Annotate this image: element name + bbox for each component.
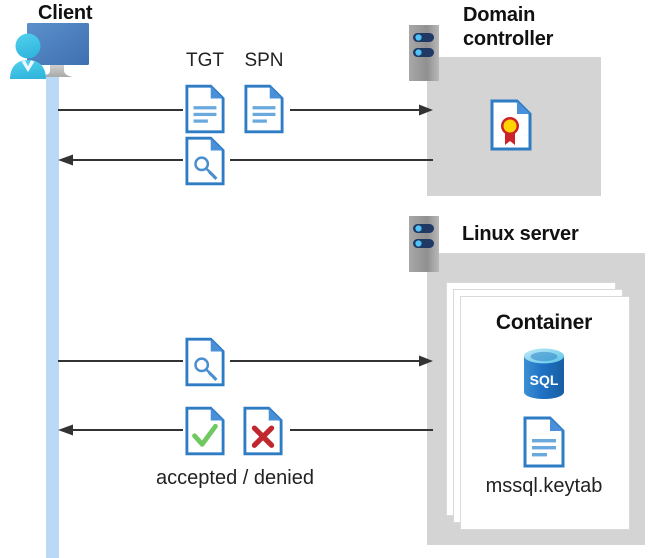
certificate-document-icon — [490, 99, 532, 151]
accepted-check-document-icon — [185, 406, 225, 456]
flow-3-service-ticket-key-document-icon — [185, 337, 225, 387]
domain-controller-title-line1: Domain — [463, 4, 536, 26]
client-title: Client — [38, 2, 93, 24]
linux-server-server-rack-icon — [409, 216, 439, 272]
keytab-document-icon — [523, 416, 565, 468]
tgt-label: TGT — [186, 50, 224, 71]
flow-3-line — [58, 353, 433, 369]
denied-cross-document-icon — [243, 406, 283, 456]
flow-2-service-ticket-key-document-icon — [185, 136, 225, 186]
sql-database-icon: SQL — [521, 347, 567, 401]
flow-1-line — [58, 102, 433, 118]
container-title: Container — [495, 311, 593, 334]
container-card-front — [460, 296, 630, 530]
keytab-label: mssql.keytab — [485, 475, 603, 497]
spn-label: SPN — [244, 50, 284, 71]
client-workstation-icon — [6, 22, 102, 84]
linux-server-title: Linux server — [462, 223, 579, 245]
accepted-denied-caption: accepted / denied — [156, 467, 314, 489]
tgt-document-icon — [185, 84, 225, 134]
spn-document-icon — [244, 84, 284, 134]
domain-controller-server-rack-icon — [409, 25, 439, 81]
svg-text:SQL: SQL — [530, 372, 559, 388]
domain-controller-title-line2: controller — [463, 28, 554, 50]
client-lifeline — [46, 74, 59, 558]
flow-4-line — [58, 422, 433, 438]
flow-2-line — [58, 152, 433, 168]
